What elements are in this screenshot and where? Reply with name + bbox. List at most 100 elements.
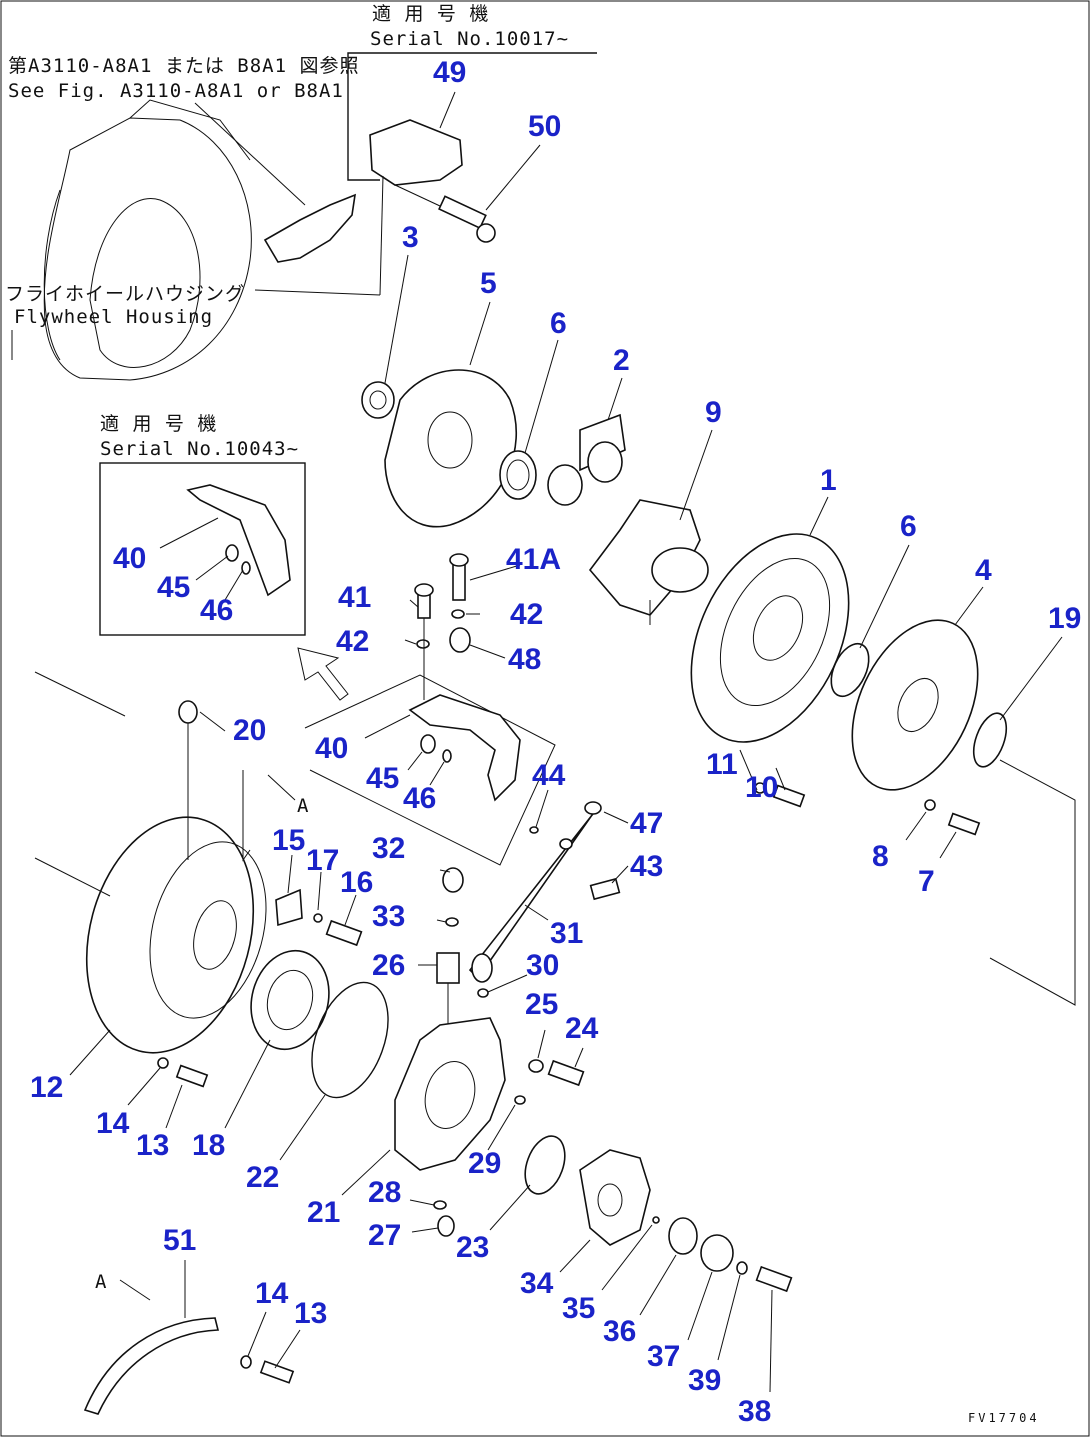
callout-12: 12 bbox=[30, 1071, 63, 1104]
plug-27-part bbox=[437, 1215, 455, 1237]
callout-34: 34 bbox=[520, 1267, 554, 1300]
assembly-frame-right bbox=[989, 759, 1076, 1006]
washer-11-part bbox=[754, 782, 766, 794]
bolt-10-part bbox=[772, 784, 806, 808]
washer-28-part bbox=[433, 1200, 447, 1210]
arrow-label-a-lower: A bbox=[95, 1271, 107, 1293]
callout-5: 5 bbox=[480, 267, 497, 300]
phantom-line-2 bbox=[34, 857, 111, 897]
serial-box: 適 用 号 機 Serial No.10043~ bbox=[99, 413, 306, 636]
o-ring-22-part bbox=[311, 981, 389, 1099]
bolt-38-part bbox=[755, 1265, 793, 1293]
callout-17: 17 bbox=[306, 844, 339, 877]
callout-6a: 6 bbox=[550, 307, 567, 340]
bolt-13b-part bbox=[259, 1360, 295, 1384]
callout-15: 15 bbox=[272, 824, 305, 857]
callout-48: 48 bbox=[508, 643, 541, 676]
arm-31-part bbox=[468, 801, 621, 983]
pin-35-part bbox=[652, 1216, 660, 1224]
plate-5-part bbox=[384, 369, 518, 528]
cover-34-part bbox=[579, 1149, 651, 1246]
housing-21-part bbox=[394, 1017, 526, 1171]
washer-14a-part bbox=[157, 1057, 169, 1069]
seal-19-part bbox=[972, 712, 1008, 768]
callout-10: 10 bbox=[745, 771, 778, 804]
phantom-line-1 bbox=[34, 671, 126, 717]
direction-arrow bbox=[297, 647, 349, 701]
callout-39: 39 bbox=[688, 1364, 721, 1397]
callout-16: 16 bbox=[340, 866, 373, 899]
callout-9: 9 bbox=[705, 396, 722, 429]
callout-28: 28 bbox=[368, 1176, 401, 1209]
callout-46a: 46 bbox=[200, 594, 233, 627]
housing-label-en: Flywheel Housing bbox=[14, 306, 213, 328]
callout-30: 30 bbox=[526, 949, 559, 982]
callout-14b: 14 bbox=[255, 1277, 289, 1310]
callout-25: 25 bbox=[525, 988, 558, 1021]
serial-note-top: 適 用 号 機 Serial No.10017~ bbox=[347, 3, 597, 181]
callout-40b: 40 bbox=[315, 732, 348, 765]
arrow-label-a-upper: A bbox=[297, 795, 309, 817]
callout-3: 3 bbox=[402, 221, 419, 254]
serial-note-top-jp: 適 用 号 機 bbox=[372, 3, 489, 25]
bushing-26-part bbox=[436, 952, 460, 984]
callout-6b: 6 bbox=[900, 510, 917, 543]
bolt-16-part bbox=[325, 919, 363, 947]
callout-22: 22 bbox=[246, 1161, 279, 1194]
callout-20: 20 bbox=[233, 714, 266, 747]
callout-24: 24 bbox=[565, 1012, 599, 1045]
seal-23-part bbox=[524, 1135, 566, 1195]
cap-37-part bbox=[700, 1234, 734, 1272]
housing-label-jp: フライホイールハウジング bbox=[5, 283, 245, 305]
serial-box-frame bbox=[99, 462, 306, 636]
serial-box-en: Serial No.10043~ bbox=[100, 438, 299, 460]
callout-49: 49 bbox=[433, 56, 466, 89]
callout-38: 38 bbox=[738, 1395, 771, 1428]
bolt-24-part bbox=[547, 1059, 585, 1087]
callout-44: 44 bbox=[532, 759, 566, 792]
callout-42a: 42 bbox=[510, 598, 543, 631]
callout-19: 19 bbox=[1048, 602, 1081, 635]
callout-41: 41 bbox=[338, 581, 371, 614]
disc-36-part bbox=[668, 1217, 698, 1255]
callout-42b: 42 bbox=[336, 625, 369, 658]
washer-25-part bbox=[528, 1059, 544, 1073]
callout-35: 35 bbox=[562, 1292, 595, 1325]
callout-14a: 14 bbox=[96, 1107, 130, 1140]
spacer-2-part bbox=[547, 413, 626, 506]
serial-note-bracket bbox=[347, 52, 597, 181]
callout-43: 43 bbox=[630, 850, 663, 883]
serial-note-top-en: Serial No.10017~ bbox=[370, 28, 569, 50]
bracket-49-assembly bbox=[254, 119, 496, 296]
callout-47: 47 bbox=[630, 807, 663, 840]
bolt-7-part bbox=[947, 812, 981, 836]
callout-36: 36 bbox=[603, 1315, 636, 1348]
bracket-40-main bbox=[304, 674, 556, 866]
see-figure-note: 第A3110-A8A1 または B8A1 図参照 See Fig. A3110-… bbox=[8, 55, 359, 206]
cap-3-part bbox=[361, 381, 395, 419]
callout-1: 1 bbox=[820, 464, 837, 497]
callout-27: 27 bbox=[368, 1219, 401, 1252]
plate-4-part bbox=[851, 619, 979, 791]
callout-8: 8 bbox=[872, 840, 889, 873]
see-figure-note-jp: 第A3110-A8A1 または B8A1 図参照 bbox=[8, 55, 359, 77]
washer-17-part bbox=[313, 913, 323, 923]
bolts-41-group bbox=[414, 553, 471, 700]
hub-9-part bbox=[588, 499, 709, 625]
callout-21: 21 bbox=[307, 1196, 340, 1229]
ring-30-part bbox=[477, 988, 489, 998]
cover-51-part bbox=[83, 1317, 220, 1415]
callout-50: 50 bbox=[528, 110, 561, 143]
callout-11: 11 bbox=[706, 748, 738, 781]
callout-31: 31 bbox=[550, 917, 583, 950]
leader-lines bbox=[69, 91, 1063, 1393]
ring-6a-part bbox=[499, 450, 537, 500]
serial-box-jp: 適 用 号 機 bbox=[100, 413, 217, 435]
callout-45b: 45 bbox=[366, 762, 399, 795]
washer-8-part bbox=[924, 799, 936, 811]
bolt-32-part bbox=[442, 867, 464, 893]
callout-40a: 40 bbox=[113, 542, 146, 575]
arrow-a-upper-leader bbox=[267, 774, 296, 801]
